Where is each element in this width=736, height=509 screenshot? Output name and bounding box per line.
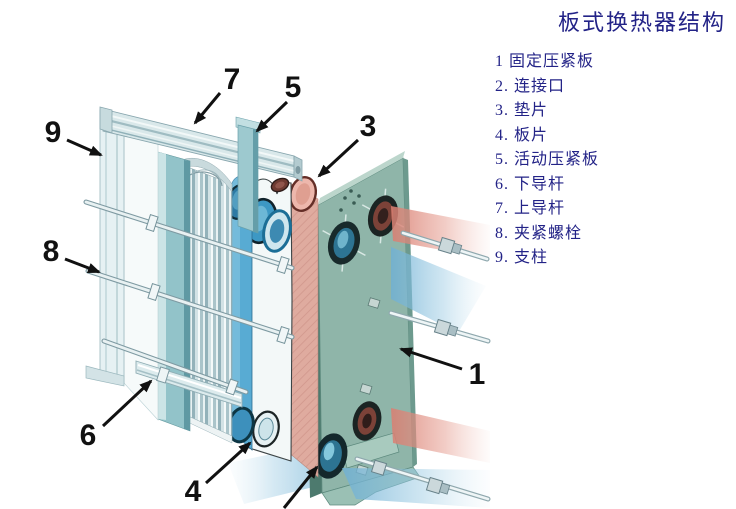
callout-label-8: 8	[42, 235, 60, 268]
callout-arrow-1	[399, 347, 463, 371]
callout-label-4: 4	[184, 475, 202, 508]
callout-arrows	[64, 92, 463, 509]
hanger-bracket	[235, 116, 261, 234]
clamping-bolt	[83, 199, 295, 274]
legend-item-1: 1 固定压紧板	[495, 53, 595, 70]
callout-arrow-9	[66, 138, 103, 157]
small-gasket	[270, 177, 290, 193]
callout-arrow-7	[193, 92, 222, 125]
tie-rod	[400, 230, 490, 262]
page-title: 板式换热器结构	[557, 10, 726, 35]
flow-stream-cold	[342, 468, 490, 508]
callout-label-9: 9	[44, 116, 62, 149]
port-lower-cold	[314, 433, 348, 479]
callout-label-7: 7	[223, 63, 241, 96]
legend-item-9: 9. 支柱	[495, 249, 549, 266]
bottom-port-ring	[252, 410, 280, 448]
tie-rod	[354, 456, 491, 502]
callout-arrow-2	[282, 465, 319, 509]
clamping-bolt	[101, 338, 249, 396]
legend-list: 1 固定压紧板 2. 连接口 3. 垫片 4. 板片 5. 活动压紧板 6. 下…	[495, 50, 599, 271]
legend-item-6: 6. 下导杆	[495, 175, 566, 193]
callout-arrow-8	[64, 257, 101, 274]
legend-item-3: 3. 垫片	[495, 102, 549, 119]
white-plate	[244, 177, 293, 462]
gasket	[288, 176, 318, 212]
callout-arrow-4	[204, 441, 252, 485]
flow-stream-cold	[391, 247, 486, 333]
legend-item-8: 8. 夹紧螺栓	[495, 224, 583, 242]
port-ring	[262, 209, 292, 253]
legend-item-2: 2. 连接口	[495, 77, 566, 95]
lower-guide-bar	[135, 360, 243, 408]
clamping-bolts	[83, 199, 295, 396]
flow-stream-hot	[391, 408, 490, 463]
tie-rods	[354, 230, 491, 502]
legend-item-7: 7. 上导杆	[495, 200, 566, 217]
plate-holes	[339, 189, 361, 212]
clamping-bolt	[85, 268, 295, 344]
port-lower-hot	[352, 401, 382, 441]
port-upper-hot	[361, 188, 405, 244]
flow-streams-right	[342, 206, 490, 508]
callout-arrow-6	[101, 379, 153, 428]
callout-arrow-3	[317, 138, 360, 178]
tie-rod	[388, 310, 491, 344]
callout-arrow-5	[255, 100, 289, 133]
callout-label-5: 5	[284, 71, 302, 104]
legend-item-4: 4. 板片	[495, 126, 549, 144]
support-column	[85, 109, 159, 421]
flow-stream-hot	[391, 206, 490, 259]
legend-item-5: 5. 活动压紧板	[495, 151, 600, 168]
port-upper-cold	[322, 214, 366, 272]
callout-label-1: 1	[468, 358, 486, 391]
frame-foot	[85, 365, 125, 387]
callout-label-3: 3	[359, 110, 377, 143]
pink-plate	[287, 176, 319, 478]
callout-label-6: 6	[79, 419, 97, 452]
